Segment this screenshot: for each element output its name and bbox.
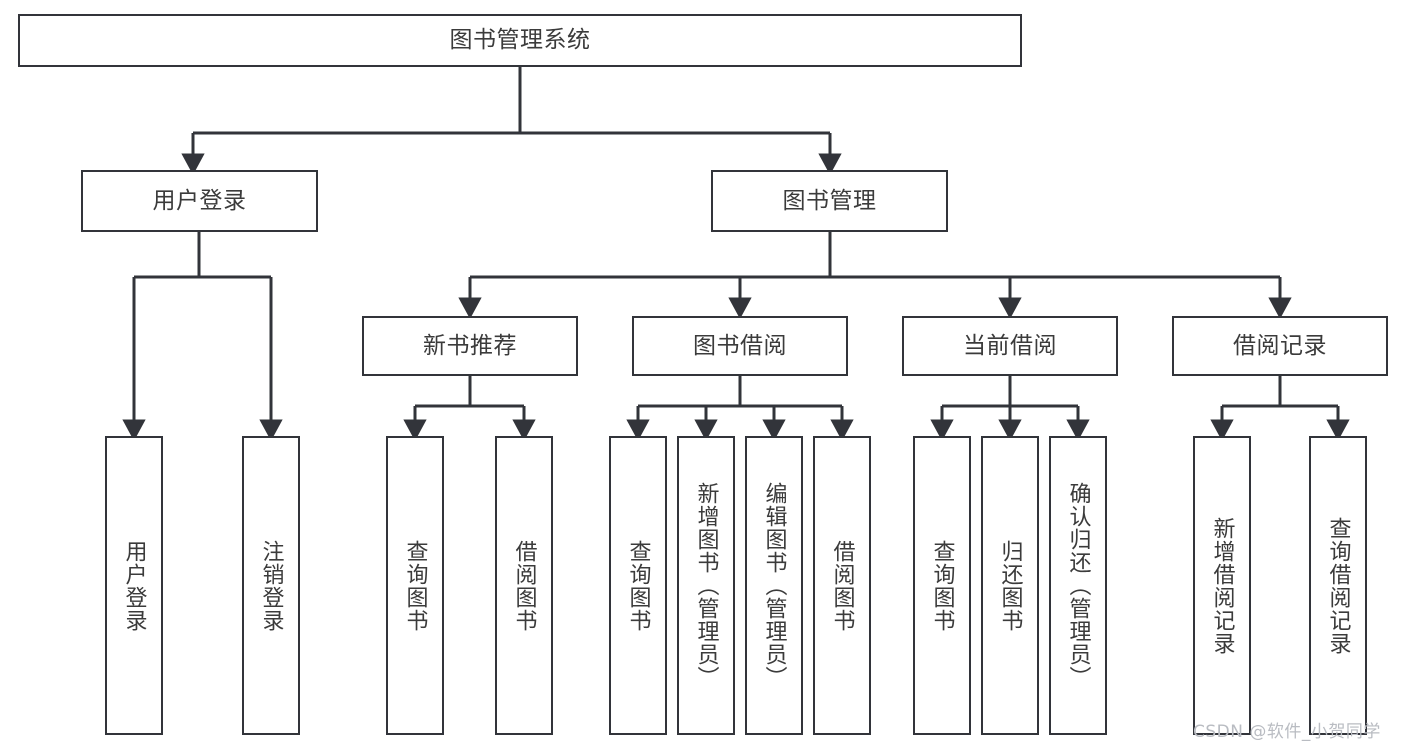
leaf-query-book-borrow[interactable]: 查询图书 [609, 436, 667, 735]
leaf-add-borrow-record[interactable]: 新增借阅记录 [1193, 436, 1251, 735]
node-label: 图书管理系统 [449, 27, 591, 54]
leaf-edit-book-admin[interactable]: 编辑图书（管理员） [745, 436, 803, 735]
node-label: 用户登录 [152, 187, 247, 214]
leaf-logout[interactable]: 注销登录 [242, 436, 300, 735]
node-label: 查询图书 [402, 539, 428, 632]
node-label: 当前借阅 [963, 332, 1057, 359]
node-label: 查询借阅记录 [1325, 516, 1351, 655]
csdn-watermark: CSDN @软件_小贺同学 [1193, 722, 1381, 742]
node-label: 确认归还（管理员） [1065, 482, 1091, 689]
node-user-login[interactable]: 用户登录 [81, 170, 318, 232]
node-current-borrow[interactable]: 当前借阅 [902, 316, 1118, 376]
leaf-user-login[interactable]: 用户登录 [105, 436, 163, 735]
leaf-query-borrow-record[interactable]: 查询借阅记录 [1309, 436, 1367, 735]
node-book-borrow[interactable]: 图书借阅 [632, 316, 848, 376]
node-label: 借阅图书 [829, 539, 855, 632]
node-root-system[interactable]: 图书管理系统 [18, 14, 1022, 67]
leaf-borrow-book-newbook[interactable]: 借阅图书 [495, 436, 553, 735]
leaf-add-book-admin[interactable]: 新增图书（管理员） [677, 436, 735, 735]
leaf-query-book-newbook[interactable]: 查询图书 [386, 436, 444, 735]
node-book-management[interactable]: 图书管理 [711, 170, 948, 232]
leaf-query-book-current[interactable]: 查询图书 [913, 436, 971, 735]
node-label: 注销登录 [258, 539, 284, 632]
node-label: 用户登录 [121, 539, 147, 632]
node-label: 新增图书（管理员） [693, 482, 719, 689]
leaf-confirm-return-admin[interactable]: 确认归还（管理员） [1049, 436, 1107, 735]
node-label: 图书管理 [782, 187, 877, 214]
node-label: 查询图书 [929, 539, 955, 632]
node-label: 查询图书 [625, 539, 651, 632]
node-label: 归还图书 [997, 539, 1023, 632]
node-label: 新增借阅记录 [1209, 516, 1235, 655]
node-label: 借阅记录 [1233, 332, 1327, 359]
node-label: 新书推荐 [423, 332, 517, 359]
node-borrow-record[interactable]: 借阅记录 [1172, 316, 1388, 376]
node-label: 借阅图书 [511, 539, 537, 632]
leaf-borrow-book[interactable]: 借阅图书 [813, 436, 871, 735]
node-label: 编辑图书（管理员） [761, 482, 787, 689]
node-label: 图书借阅 [693, 332, 787, 359]
leaf-return-book[interactable]: 归还图书 [981, 436, 1039, 735]
node-new-book-recommend[interactable]: 新书推荐 [362, 316, 578, 376]
